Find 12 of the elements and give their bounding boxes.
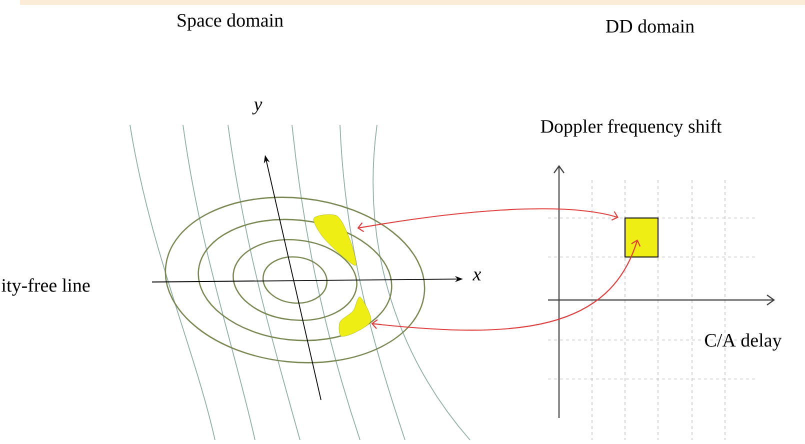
axis-label: ity-free line <box>2 278 90 296</box>
axis-label: x <box>472 272 482 280</box>
heading: DD domain <box>606 19 694 33</box>
axis-label: Doppler frequency shift <box>540 119 722 137</box>
axis-label: y <box>252 102 262 114</box>
axis-label: C/A delay <box>705 333 782 351</box>
highlighted-arc <box>313 214 356 266</box>
arrow <box>357 208 619 232</box>
arrow <box>371 240 641 331</box>
highlighted-arc <box>338 296 372 337</box>
cell-box <box>624 218 658 258</box>
heading: Space domain <box>178 13 284 31</box>
